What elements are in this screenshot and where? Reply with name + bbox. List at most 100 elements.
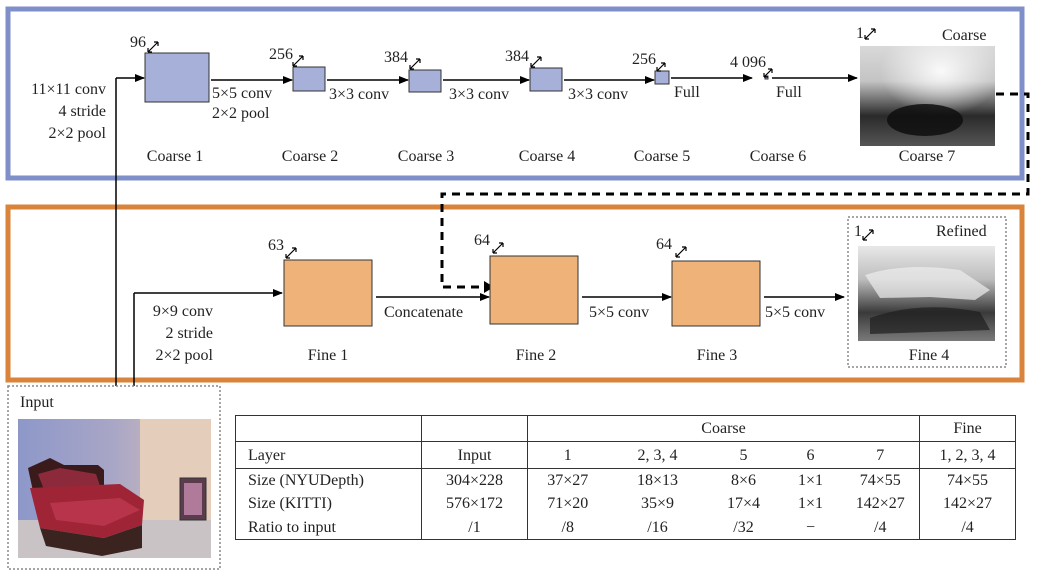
fine-1-block: [283, 259, 373, 327]
fine-op-2: 5×5 conv: [589, 304, 649, 321]
coarse-7-depth-map: [860, 46, 995, 146]
table-cell: 304×228: [421, 468, 528, 493]
coarse-op-1-line-2: 2×2 pool: [212, 105, 270, 122]
column-header: 7: [841, 441, 920, 469]
fine-network-frame: [5, 204, 1025, 383]
table-cell: [235, 415, 422, 443]
coarse-7-depth-icon: [864, 28, 876, 40]
table-cell: /32: [733, 518, 754, 536]
fine-output-tag: Refined: [936, 223, 987, 240]
coarse-5-depth: 256: [632, 51, 656, 68]
fine-2-depth: 64: [474, 232, 490, 249]
fine-1-depth-icon: [285, 247, 297, 259]
coarse-op-3: 3×3 conv: [449, 86, 509, 103]
fine-3-depth-icon: [675, 246, 687, 258]
coarse-2-depth: 256: [269, 46, 293, 63]
coarse-3-depth: 384: [384, 49, 408, 66]
table-cell: 74×55: [919, 468, 1016, 493]
coarse-1-block: [144, 52, 210, 103]
coarse-6-depth-icon: [763, 68, 773, 78]
table-cell: 8×6: [730, 472, 757, 490]
table-cell: /4: [874, 518, 887, 536]
column-header: 5: [707, 441, 780, 469]
table-cell: 37×27: [527, 468, 608, 493]
table-cell: /4: [919, 515, 1016, 540]
input-label: Input: [20, 394, 54, 411]
fine-2-depth-icon: [492, 242, 504, 254]
table-row: Size (KITTI) 576×172 71×20 35×9 17×4 1×1…: [236, 492, 1016, 516]
fine-2-block: [489, 255, 579, 325]
table-cell: 17×4: [726, 495, 761, 513]
column-header: Layer: [235, 441, 422, 469]
coarse-op-2: 3×3 conv: [329, 86, 389, 103]
column-header: 1: [527, 441, 608, 469]
table-cell: 18×13: [636, 472, 679, 490]
coarse-6-label: Coarse 6: [750, 148, 806, 165]
fine-input-op-line-2: 2 stride: [165, 325, 213, 342]
fine-3-label: Fine 3: [697, 347, 737, 364]
coarse-1-depth: 96: [130, 34, 146, 51]
column-header: 2, 3, 4: [607, 441, 708, 469]
coarse-3-depth-icon: [409, 58, 421, 70]
coarse-3-label: Coarse 3: [398, 148, 454, 165]
table-cell: /1: [421, 515, 528, 540]
coarse-3-block: [408, 69, 442, 93]
fine-input-op-line-1: 9×9 conv: [153, 303, 213, 320]
coarse-op-5: Full: [674, 84, 700, 101]
fine-3-block: [671, 260, 761, 327]
table-cell: 576×172: [421, 492, 528, 516]
coarse-input-op-line-3: 2×2 pool: [49, 125, 107, 142]
coarse-2-block: [292, 66, 326, 92]
fine-group-header: Fine: [919, 415, 1016, 443]
table-cell: 71×20: [527, 492, 608, 516]
fine-4-depth-icon: [862, 229, 874, 241]
fine-op-3: 5×5 conv: [765, 304, 825, 321]
coarse-1-depth-icon: [147, 41, 159, 53]
table-row: Size (NYUDepth) 304×228 37×27 18×13 8×6 …: [236, 468, 1016, 493]
coarse-5-block: [654, 70, 670, 85]
fine-1-label: Fine 1: [308, 347, 348, 364]
coarse-2-label: Coarse 2: [282, 148, 338, 165]
column-header: 6: [779, 441, 842, 469]
fine-2-label: Fine 2: [516, 347, 556, 364]
table-cell: 74×55: [859, 472, 901, 490]
fine-1-depth: 63: [268, 237, 284, 254]
coarse-1-label: Coarse 1: [147, 148, 203, 165]
coarse-4-label: Coarse 4: [519, 148, 575, 165]
coarse-to-fine-connector: [440, 92, 1030, 289]
table-row: Ratio to input /1 /8 /16 /32 − /4 /4: [236, 515, 1016, 540]
coarse-5-label: Coarse 5: [634, 148, 690, 165]
table-cell: 1×1: [797, 495, 824, 513]
fine-4-depth-map: [858, 246, 995, 341]
coarse-op-4: 3×3 conv: [568, 86, 628, 103]
table-cell: /16: [647, 518, 668, 536]
coarse-input-op-line-2: 4 stride: [58, 103, 106, 120]
table-cell: 142×27: [919, 492, 1016, 516]
fine-4-frame: [847, 216, 1007, 368]
coarse-output-tag: Coarse: [942, 27, 986, 44]
layer-size-table: Coarse Fine Layer Input 1 2, 3, 4 5 6 7 …: [235, 415, 1017, 540]
column-header: 1, 2, 3, 4: [919, 441, 1016, 469]
column-header: Input: [421, 441, 528, 469]
coarse-network-frame: [5, 6, 1025, 181]
table-cell: Ratio to input: [248, 518, 336, 536]
fine-input-op-line-3: 2×2 pool: [156, 347, 214, 364]
table-cell: −: [805, 518, 816, 536]
coarse-input-op-line-1: 11×11 conv: [31, 81, 106, 98]
connector-arrowhead: [484, 281, 494, 293]
table-column-header-row: Layer Input 1 2, 3, 4 5 6 7 1, 2, 3, 4: [235, 441, 1016, 469]
table-cell: 1×1: [797, 472, 824, 490]
coarse-4-depth: 384: [505, 48, 529, 65]
coarse-5-depth-icon: [656, 62, 666, 72]
coarse-4-block: [529, 67, 563, 92]
fine-op-1: Concatenate: [384, 304, 463, 321]
table-cell: /8: [527, 515, 608, 540]
fine-3-depth: 64: [656, 236, 672, 253]
table-cell: 35×9: [640, 495, 675, 513]
table-cell: [421, 415, 528, 443]
input-bedroom-photo: [18, 419, 211, 558]
table-group-header-row: Coarse Fine: [235, 415, 1016, 443]
table-cell: Size (NYUDepth): [248, 472, 364, 490]
coarse-7-depth: 1: [856, 25, 864, 42]
